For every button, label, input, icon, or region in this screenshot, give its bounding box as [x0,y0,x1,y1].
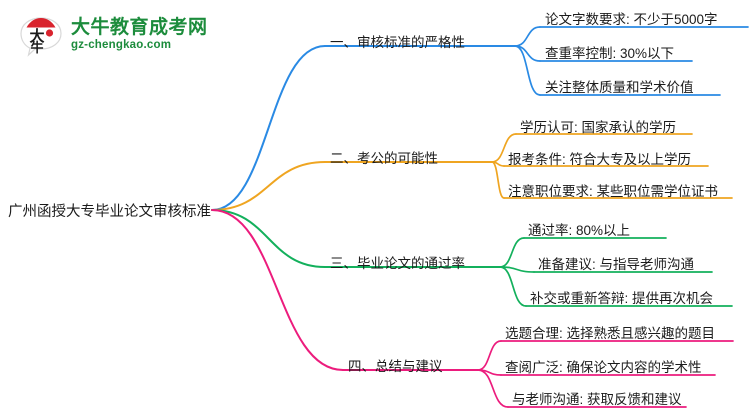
root-node[interactable]: 广州函授大专毕业论文审核标准 [8,204,211,220]
logo-mark-icon: 大 牛 [18,13,64,57]
leaf-node-4-3[interactable]: 与老师沟通: 获取反馈和建议 [512,392,682,407]
svg-text:牛: 牛 [30,40,43,55]
leaf-node-2-2[interactable]: 报考条件: 符合大专及以上学历 [508,152,692,167]
leaf-node-4-2[interactable]: 查阅广泛: 确保论文内容的学术性 [505,360,702,375]
leaf-node-3-2[interactable]: 准备建议: 与指导老师沟通 [538,257,695,272]
logo-text: 大牛教育成考网 gz-chengkao.com [71,18,208,52]
leaf-node-2-1[interactable]: 学历认可: 国家承认的学历 [520,120,677,135]
branch-node-1[interactable]: 一、审核标准的严格性 [330,35,465,50]
leaf-node-3-1[interactable]: 通过率: 80%以上 [528,223,631,238]
branch-node-3[interactable]: 三、毕业论文的通过率 [330,256,465,271]
leaf-node-1-1[interactable]: 论文字数要求: 不少于5000字 [545,12,718,27]
logo-title: 大牛教育成考网 [71,17,208,39]
logo-url: gz-chengkao.com [71,39,172,52]
leaf-node-1-3[interactable]: 关注整体质量和学术价值 [545,80,694,95]
leaf-node-4-1[interactable]: 选题合理: 选择熟悉且感兴趣的题目 [505,326,716,341]
site-logo: 大 牛 大牛教育成考网 gz-chengkao.com [18,10,218,60]
leaf-node-3-3[interactable]: 补交或重新答辩: 提供再次机会 [530,291,714,306]
branch-node-2[interactable]: 二、考公的可能性 [330,151,438,166]
branch-node-4[interactable]: 四、总结与建议 [348,359,443,374]
svg-text:大: 大 [29,27,44,45]
leaf-node-2-3[interactable]: 注意职位要求: 某些职位需学位证书 [508,184,719,199]
leaf-node-1-2[interactable]: 查重率控制: 30%以下 [545,46,675,61]
